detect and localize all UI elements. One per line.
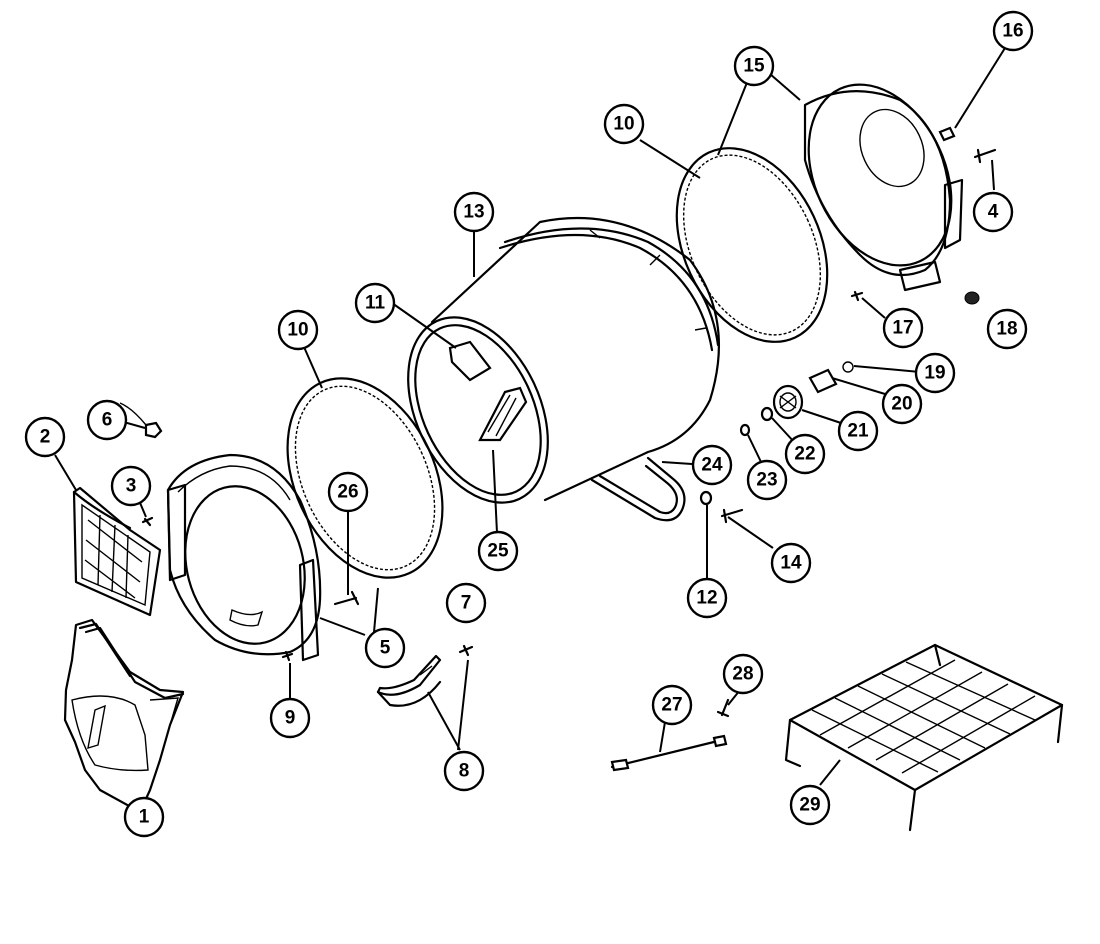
leader-lines — [54, 47, 1006, 819]
bearing-8-part — [376, 654, 442, 707]
callout-22-label: 22 — [794, 444, 815, 465]
callout-16: 16 — [992, 10, 1034, 52]
callout-2-label: 2 — [40, 427, 51, 448]
plug-16-part — [938, 126, 956, 142]
callout-7-label: 7 — [461, 593, 472, 614]
nut-6-part — [119, 402, 163, 439]
lint-filter-part — [72, 486, 162, 617]
rear-seal-10-part — [675, 147, 829, 343]
screw-9-part — [281, 650, 294, 662]
front-seal-10-part — [286, 377, 444, 579]
callout-21-label: 21 — [847, 421, 869, 442]
callout-29-label: 29 — [799, 795, 820, 816]
drum-13-part — [407, 216, 720, 504]
nut-18-part — [964, 291, 980, 305]
callout-10-front-label: 10 — [287, 320, 308, 341]
washer-19-part — [842, 361, 854, 373]
callout-20-label: 20 — [891, 394, 912, 415]
callout-17: 17 — [882, 307, 924, 349]
callout-3: 3 — [110, 465, 152, 507]
callout-13-label: 13 — [463, 202, 484, 223]
callout-27: 27 — [651, 684, 693, 726]
rear-bulkhead-15-part — [803, 83, 964, 292]
callout-19: 19 — [914, 352, 956, 394]
callout-18: 18 — [986, 308, 1028, 350]
callout-28: 28 — [722, 653, 764, 695]
screw-17-part — [850, 290, 864, 302]
belt-24-part — [590, 456, 686, 522]
front-panel-part — [63, 618, 185, 814]
screw-7-part — [458, 644, 474, 657]
callout-8: 8 — [443, 750, 485, 792]
callout-10-rear-label: 10 — [613, 114, 634, 135]
callout-15-label: 15 — [743, 56, 765, 77]
callout-15: 15 — [733, 45, 775, 87]
callout-5: 5 — [364, 627, 406, 669]
callout-19-label: 19 — [924, 363, 945, 384]
rod-27-part — [610, 734, 728, 772]
callout-10-front: 10 — [277, 309, 319, 351]
callout-10-rear: 10 — [603, 103, 645, 145]
callout-22: 22 — [784, 433, 826, 475]
callout-12: 12 — [686, 577, 728, 619]
shaft-20-part — [808, 368, 838, 394]
screw-4-part — [973, 148, 997, 164]
screw-3-part — [141, 516, 154, 527]
clip-23-part — [739, 423, 751, 437]
washer-22-part — [760, 406, 774, 422]
roller-21-part — [772, 384, 804, 420]
callout-4: 4 — [972, 191, 1014, 233]
callout-1-label: 1 — [139, 807, 150, 828]
callout-23-label: 23 — [756, 470, 777, 491]
callout-26: 26 — [327, 471, 369, 513]
callout-17-label: 17 — [892, 318, 913, 339]
callout-23: 23 — [746, 459, 788, 501]
callout-14-label: 14 — [780, 553, 802, 574]
callout-11-label: 11 — [365, 293, 386, 314]
callout-27-label: 27 — [661, 695, 682, 716]
callout-6-label: 6 — [102, 410, 113, 431]
callout-13: 13 — [453, 191, 495, 233]
screw-28-part — [716, 698, 730, 718]
nut-12-part — [699, 490, 713, 506]
callout-1: 1 — [123, 796, 165, 838]
callout-11: 11 — [354, 282, 396, 324]
callout-21: 21 — [837, 410, 879, 452]
callout-12-label: 12 — [696, 588, 717, 609]
drying-rack-29-part — [784, 643, 1064, 832]
callout-18-label: 18 — [996, 319, 1017, 340]
front-bulkhead-part — [166, 453, 322, 662]
callout-26-label: 26 — [337, 482, 358, 503]
callout-2: 2 — [24, 416, 66, 458]
callout-29: 29 — [789, 784, 831, 826]
callout-28-label: 28 — [732, 664, 753, 685]
callout-25: 25 — [477, 530, 519, 572]
callout-25-label: 25 — [487, 541, 509, 562]
callout-6: 6 — [86, 399, 128, 441]
callout-4-label: 4 — [988, 202, 999, 223]
callout-24-label: 24 — [701, 455, 723, 476]
callout-5-label: 5 — [380, 638, 391, 659]
bolt-14-part — [720, 508, 744, 524]
callout-14: 14 — [770, 542, 812, 584]
callout-7: 7 — [445, 582, 487, 624]
callout-20: 20 — [881, 383, 923, 425]
callout-3-label: 3 — [126, 476, 137, 497]
callout-8-label: 8 — [459, 761, 470, 782]
callout-9-label: 9 — [285, 708, 296, 729]
callout-16-label: 16 — [1002, 21, 1023, 42]
callout-24: 24 — [691, 444, 733, 486]
screw-26-part — [333, 590, 360, 606]
callout-9: 9 — [269, 697, 311, 739]
